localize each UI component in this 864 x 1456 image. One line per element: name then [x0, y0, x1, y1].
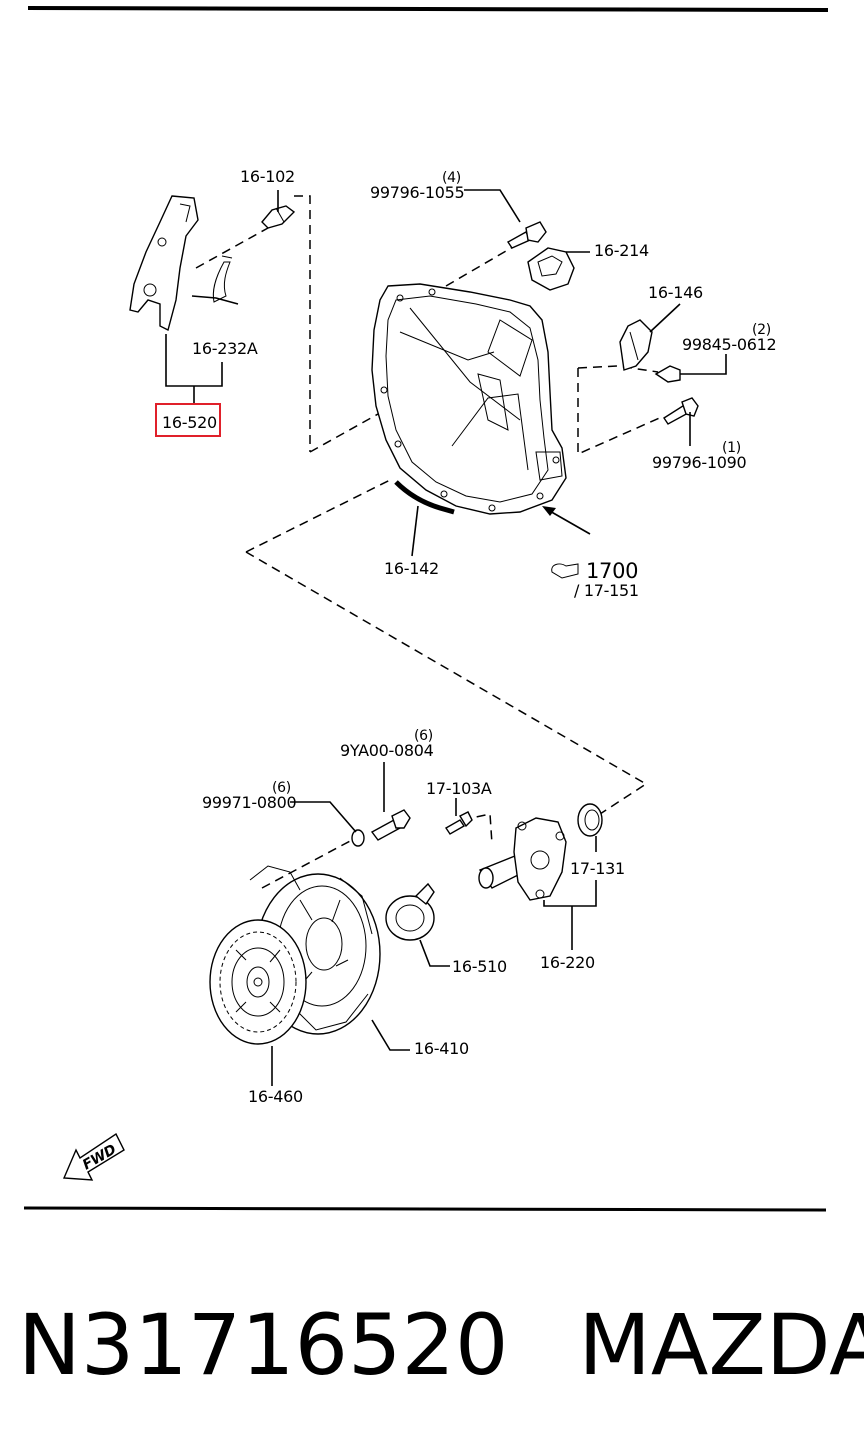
label-16-142: 16-142 — [384, 559, 439, 578]
bearing-retainer-16-220-drawing — [478, 817, 567, 901]
qty-label-4: (4) — [442, 170, 461, 186]
brand-name: MAZDA — [578, 1296, 864, 1394]
highlight-box — [155, 403, 221, 437]
label-16-510: 16-510 — [452, 957, 507, 976]
label-99971-0800: 99971-0800 — [202, 793, 297, 812]
fwd-arrow-icon: FWD — [62, 1132, 125, 1181]
bottom-rule — [23, 1206, 827, 1212]
part-number: N31716520 — [18, 1296, 509, 1394]
arrow-head — [542, 506, 556, 516]
qty-label-2: (2) — [752, 322, 771, 338]
label-99796-1055: 99796-1055 — [370, 183, 464, 202]
label-16-520: 16-520 — [162, 413, 217, 432]
qty-label-6b: (6) — [272, 780, 291, 796]
label-99796-1090: 99796-1090 — [652, 453, 747, 472]
seal-strip-16-142-drawing — [394, 480, 455, 515]
top-rule — [27, 6, 829, 12]
dust-boot-16-146-drawing — [619, 319, 653, 371]
qty-label-1: (1) — [722, 440, 741, 456]
part-caption: N31716520 MAZDA — [18, 1285, 864, 1405]
seal-17-131-drawing — [577, 803, 603, 837]
label-16-232a: 16-232A — [192, 339, 258, 358]
label-16-214: 16-214 — [594, 241, 649, 260]
bolt-99796-1090-drawing — [663, 397, 699, 425]
label-16-146: 16-146 — [648, 283, 703, 302]
spring-clip-drawing — [191, 255, 239, 305]
cover-16-214-drawing — [527, 247, 575, 291]
label-99845-0612: 99845-0612 — [682, 335, 776, 354]
bolt-17-103a-drawing — [445, 811, 473, 835]
label-17-103a: 17-103A — [426, 779, 492, 798]
release-fork-drawing — [129, 195, 199, 332]
label-16-102: 16-102 — [240, 167, 295, 186]
label-1700: 1700 — [586, 559, 638, 583]
label-17-131: 17-131 — [570, 859, 625, 878]
qty-label-6a: (6) — [414, 728, 433, 744]
label-16-410: 16-410 — [414, 1039, 469, 1058]
bolt-99796-1055-drawing — [506, 221, 547, 249]
bolt-99845-0612-drawing — [654, 365, 681, 383]
washer-drawing — [351, 829, 365, 847]
clutch-housing-drawing — [371, 283, 567, 515]
label-16-460: 16-460 — [248, 1087, 303, 1106]
pointing-hand-icon — [551, 563, 579, 579]
label-16-220: 16-220 — [540, 953, 595, 972]
clutch-disc-16-460-drawing — [209, 919, 307, 1045]
label-17-151: / 17-151 — [574, 581, 639, 600]
release-bearing-16-510-drawing — [385, 882, 435, 941]
label-9ya00-0804: 9YA00-0804 — [340, 741, 434, 760]
bolt-9ya00-0804-drawing — [370, 809, 411, 841]
